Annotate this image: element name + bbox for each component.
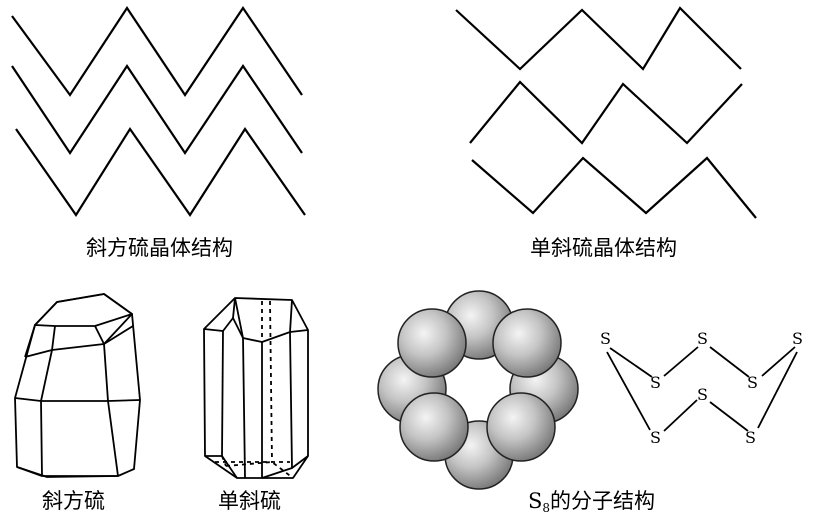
zigzag-chain	[455, 6, 742, 71]
sulfur-atom-sphere	[399, 392, 469, 462]
sulfur-atom-label: S	[600, 329, 611, 348]
zigzag-chain	[471, 156, 757, 219]
sulfur-atom-sphere	[486, 392, 556, 462]
zigzag-chain	[15, 127, 306, 217]
orthorhombic-crystal-caption: 斜方硫	[42, 489, 105, 513]
s8-symbol: S	[528, 489, 543, 513]
orthorhombic-crystal-drawing	[14, 293, 141, 478]
sulfur-atom-sphere	[397, 308, 467, 378]
monoclinic-structure-caption: 单斜硫晶体结构	[530, 236, 677, 260]
zigzag-chain	[469, 80, 743, 145]
sulfur-atom-label: S	[697, 385, 708, 404]
monoclinic-crystal-caption: 单斜硫	[218, 489, 281, 513]
s8-molecular-structure-caption: S8的分子结构	[528, 489, 655, 520]
zigzag-chain	[11, 64, 303, 155]
sulfur-atom-label: S	[650, 373, 661, 392]
s8-crown-formula: S S S S S S S S	[600, 329, 803, 447]
orthorhombic-structure-caption: 斜方硫晶体结构	[86, 236, 233, 260]
sulfur-atom-label: S	[792, 329, 803, 348]
s8-subscript: 8	[542, 501, 551, 515]
sulfur-atom-label: S	[697, 329, 708, 348]
monoclinic-crystal-drawing	[203, 297, 309, 479]
orthorhombic-chain-structure	[11, 6, 306, 217]
sulfur-atom-label: S	[650, 428, 661, 447]
zigzag-chain	[11, 6, 303, 97]
monoclinic-chain-structure	[455, 6, 757, 219]
s8-caption-text: 的分子结构	[550, 489, 656, 513]
sulfur-atom-sphere	[492, 308, 562, 378]
sulfur-atom-label: S	[745, 428, 756, 447]
sulfur-atom-label: S	[747, 373, 758, 392]
s8-space-filling-model	[377, 290, 579, 490]
